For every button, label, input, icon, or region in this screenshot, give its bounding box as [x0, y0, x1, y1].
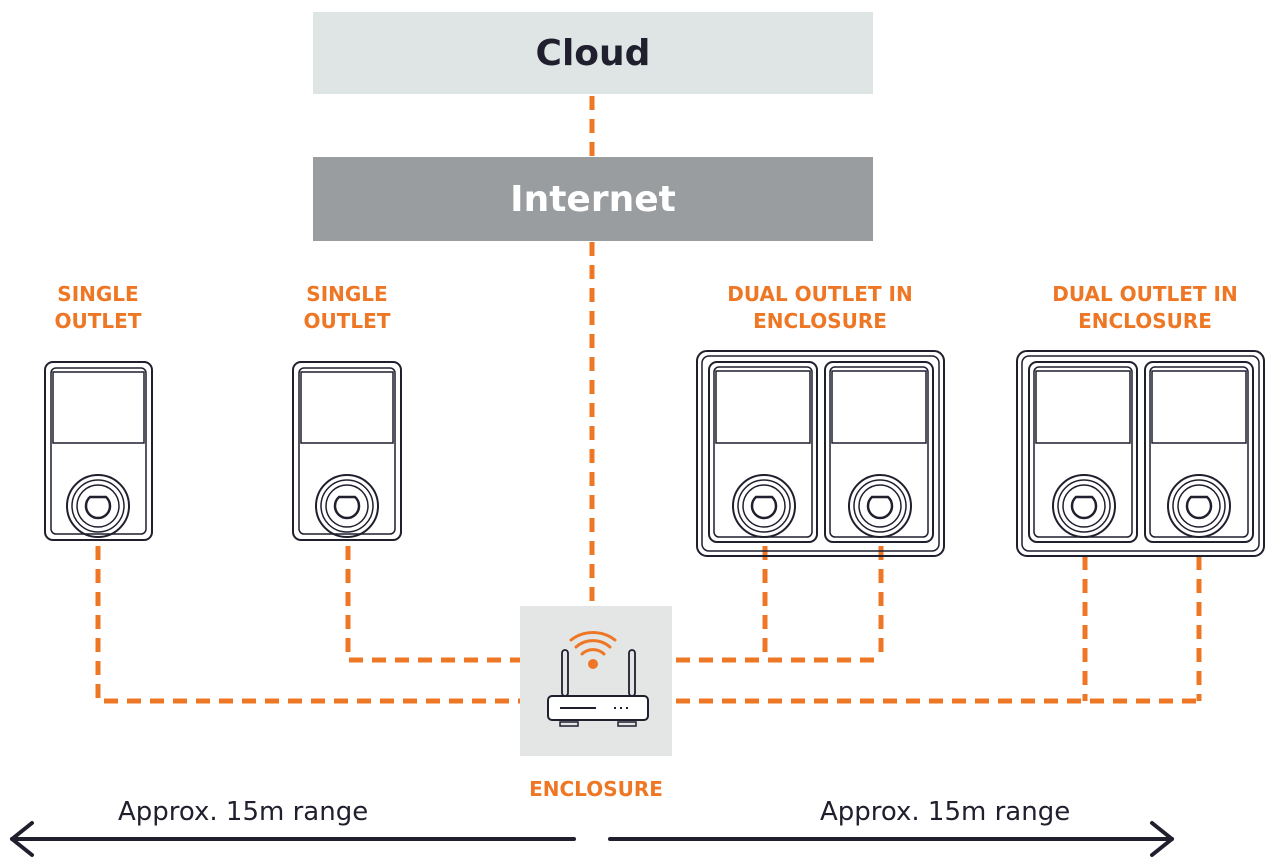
range-label-right: Approx. 15m range — [820, 797, 1071, 827]
outlet2-link — [345, 546, 520, 663]
cloud-box: Cloud — [313, 12, 873, 94]
connection-lines — [95, 96, 1202, 704]
single-outlet-2 — [292, 361, 402, 541]
wifi-router-icon — [547, 630, 649, 727]
dual-outlet-enclosure-1 — [696, 350, 945, 557]
outlet1-link — [95, 546, 520, 704]
range-arrow-left — [10, 821, 576, 857]
single-outlet-1 — [44, 361, 153, 541]
outlet-label-2: SINGLE OUTLET — [303, 282, 391, 333]
dual-outlet-enclosure-2 — [1016, 350, 1265, 557]
outlet-label-3: DUAL OUTLET IN ENCLOSURE — [727, 282, 913, 333]
internet-label: Internet — [510, 178, 676, 220]
router-box — [520, 606, 672, 756]
outlet-label-1: SINGLE OUTLET — [54, 282, 142, 333]
outlet3-link — [676, 546, 884, 663]
outlet-label-4: DUAL OUTLET IN ENCLOSURE — [1052, 282, 1238, 333]
cloud-label: Cloud — [535, 32, 651, 74]
range-arrow-right — [608, 821, 1174, 857]
router-label: ENCLOSURE — [529, 777, 663, 801]
range-label-left: Approx. 15m range — [118, 797, 369, 827]
outlet4-link — [676, 556, 1202, 704]
internet-box: Internet — [313, 157, 873, 241]
